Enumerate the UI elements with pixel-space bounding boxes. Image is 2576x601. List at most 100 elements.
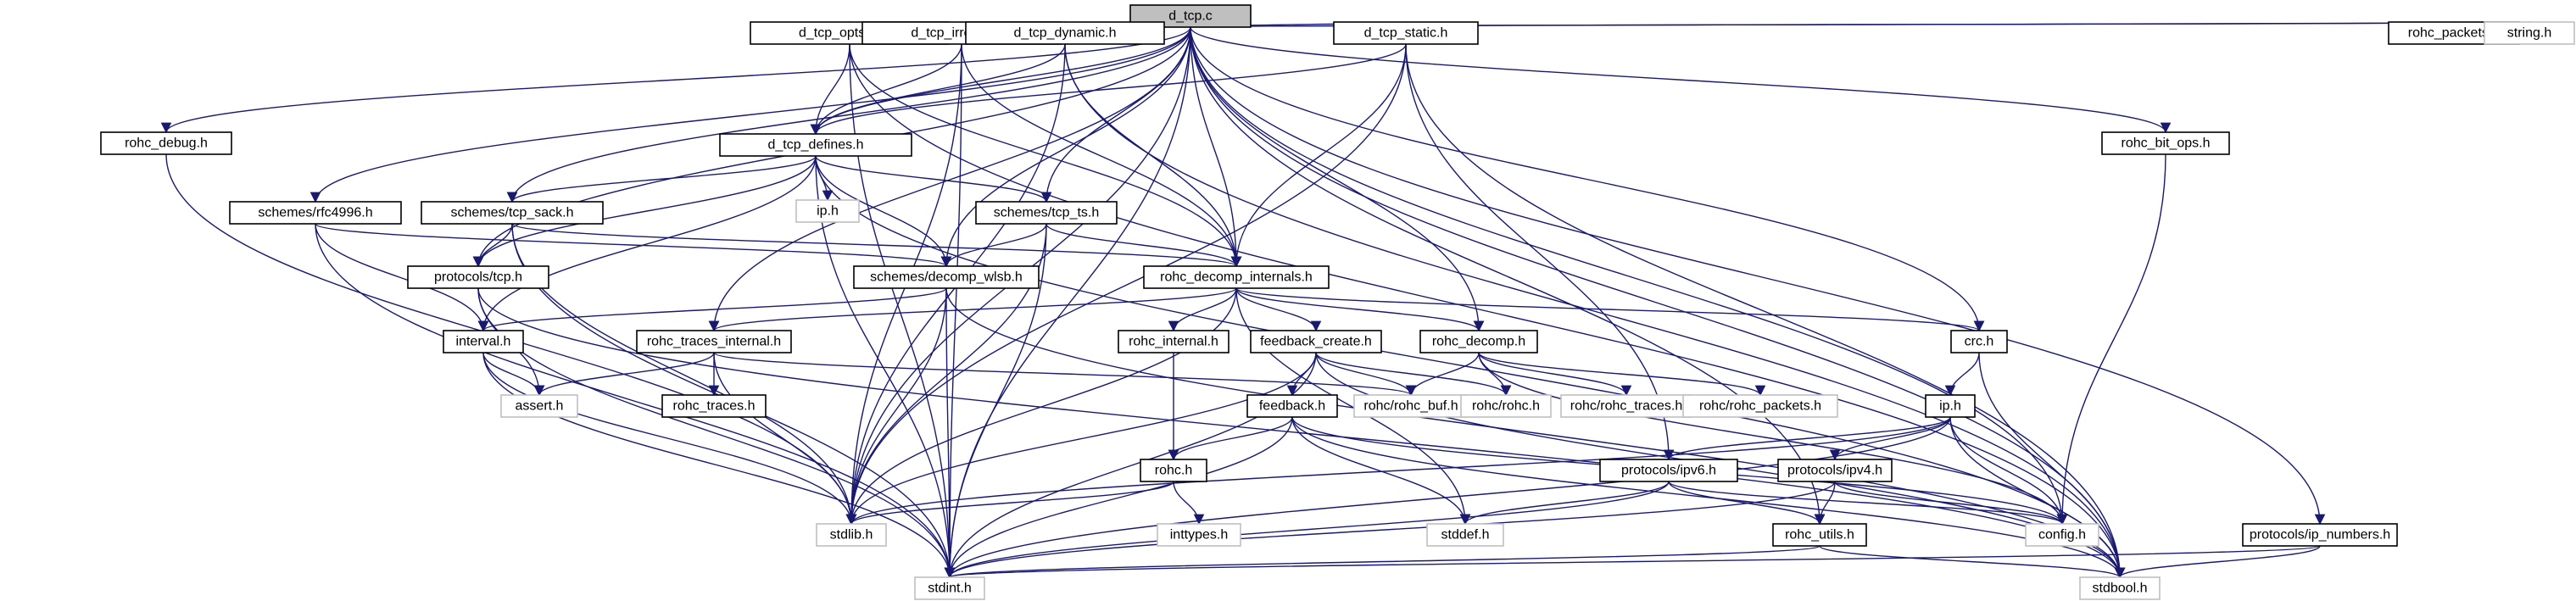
edge-schemes-rfc4996-h-to-interval-h (315, 223, 489, 332)
node-rohc-decomp-h[interactable]: rohc_decomp.h (1419, 330, 1538, 353)
edge-d-tcp-c-to-rohc-debug-h (160, 26, 1191, 134)
node-protocols-ip-numbers-h[interactable]: protocols/ip_numbers.h (2242, 523, 2398, 547)
node-feedback-create-h[interactable]: feedback_create.h (1250, 330, 1382, 353)
edge-d-tcp-dynamic-h-to-d-tcp-defines-h (810, 43, 1066, 136)
edge-protocols-ipv6-h-to-rohc-utils-h (1668, 481, 1826, 526)
node-rohc-rohc-packets-h[interactable]: rohc/rohc_packets.h (1682, 394, 1838, 418)
node-label: stdlib.h (830, 528, 873, 543)
edge-d-tcp-static-h-to-d-tcp-defines-h (810, 43, 1407, 136)
node-stddef-h[interactable]: stddef.h (1426, 523, 1504, 547)
node-label: rohc.h (1155, 464, 1192, 478)
node-box (661, 394, 767, 418)
node-interval-h[interactable]: interval.h (443, 330, 524, 353)
node-box (2484, 21, 2575, 45)
node-protocols-ipv6-h[interactable]: protocols/ipv6.h (1599, 459, 1738, 482)
edge-protocols-ipv6-h-to-config-h (1668, 481, 2068, 526)
edge-rohc-decomp-internals-h-to-rohc-internal-h (1168, 287, 1237, 332)
node-label: schemes/tcp_ts.h (994, 206, 1100, 220)
node-label: interval.h (456, 335, 511, 349)
node-rohc-debug-h[interactable]: rohc_debug.h (100, 131, 232, 155)
node-assert-h[interactable]: assert.h (500, 394, 578, 418)
node-label: ip.h (817, 204, 839, 219)
node-rohc-utils-h[interactable]: rohc_utils.h (1772, 523, 1867, 547)
node-label: d_tcp_defines.h (768, 138, 864, 153)
node-ip-h[interactable]: ip.h (1925, 394, 1976, 418)
node-box (1143, 265, 1330, 289)
node-box (2079, 576, 2161, 600)
node-schemes-tcp-ts-h[interactable]: schemes/tcp_ts.h (975, 201, 1118, 225)
edge-rohc-traces-internal-h-to-stdlib-h (713, 352, 857, 526)
edge-d-tcp-c-to-crc-h (1190, 26, 1985, 332)
node-label: config.h (2038, 528, 2086, 543)
node-d-tcp-c[interactable]: d_tcp.c (1129, 4, 1252, 28)
edge-rohc-traces-internal-h-to-rohc-rohc-buf-h (713, 352, 1416, 397)
node-box (1333, 21, 1479, 45)
node-label: rohc_traces_internal.h (647, 335, 781, 349)
edge-feedback-create-h-to-rohc-rohc-buf-h (1315, 352, 1417, 397)
edge-schemes-decomp-wlsb-h-to-stdlib-h (845, 287, 947, 526)
node-config-h[interactable]: config.h (2025, 523, 2099, 547)
edge-d-tcp-c-to-schemes-rfc4996-h (309, 26, 1191, 203)
node-schemes-rfc4996-h[interactable]: schemes/rfc4996.h (229, 201, 402, 225)
node-rohc-internal-h[interactable]: rohc_internal.h (1118, 330, 1229, 353)
edge-schemes-decomp-wlsb-h-to-stdint-h (944, 287, 956, 579)
node-box (816, 523, 887, 547)
node-label: rohc_traces.h (673, 399, 756, 414)
node-rohc-rohc-buf-h[interactable]: rohc/rohc_buf.h (1353, 394, 1469, 418)
edge-feedback-create-h-to-rohc-rohc-h (1315, 352, 1512, 397)
node-d-tcp-static-h[interactable]: d_tcp_static.h (1333, 21, 1479, 45)
node-d-tcp-dynamic-h[interactable]: d_tcp_dynamic.h (965, 21, 1165, 45)
node-rohc-rohc-h[interactable]: rohc/rohc.h (1460, 394, 1552, 418)
edge-d-tcp-static-h-to-stdbool-h (1405, 43, 2126, 579)
node-crc-h[interactable]: crc.h (1950, 330, 2008, 353)
edge-d-tcp-opts-list-h-to-stdbool-h (849, 43, 2126, 579)
edge-protocols-ipv4-h-to-config-h (1834, 481, 2068, 526)
node-label: rohc_internal.h (1129, 335, 1218, 349)
node-label: rohc_packets.h (2408, 26, 2501, 41)
node-box (975, 201, 1118, 225)
node-rohc-bit-ops-h[interactable]: rohc_bit_ops.h (2101, 131, 2230, 155)
node-label: schemes/tcp_sack.h (451, 206, 574, 220)
node-label: d_tcp_dynamic.h (1014, 26, 1117, 41)
node-rohc-h[interactable]: rohc.h (1140, 459, 1207, 482)
node-label: crc.h (1965, 335, 1994, 349)
node-stdbool-h[interactable]: stdbool.h (2079, 576, 2161, 600)
edge-d-tcp-defines-h-to-stdbool-h (815, 155, 2126, 579)
node-rohc-traces-internal-h[interactable]: rohc_traces_internal.h (636, 330, 792, 353)
node-stdint-h[interactable]: stdint.h (914, 576, 985, 600)
node-label: schemes/decomp_wlsb.h (870, 270, 1023, 285)
node-protocols-tcp-h[interactable]: protocols/tcp.h (407, 265, 549, 289)
node-schemes-tcp-sack-h[interactable]: schemes/tcp_sack.h (421, 201, 604, 225)
node-box (1777, 459, 1893, 482)
node-ip-h-sys[interactable]: ip.h (795, 199, 860, 223)
node-label: d_tcp.c (1168, 9, 1213, 24)
edge-schemes-rfc4996-h-to-stdint-h (315, 223, 956, 579)
node-rohc-traces-h[interactable]: rohc_traces.h (661, 394, 767, 418)
node-label: feedback_create.h (1260, 335, 1372, 349)
node-label: protocols/ipv4.h (1787, 464, 1882, 478)
edge-protocols-ipv4-h-to-stdint-h (944, 481, 1836, 579)
node-box (795, 199, 860, 223)
edge-d-tcp-c-to-rohc-bit-ops-h (1190, 26, 2172, 134)
node-box (1950, 330, 2008, 353)
node-box (1246, 394, 1338, 418)
node-feedback-h[interactable]: feedback.h (1246, 394, 1338, 418)
node-string-h[interactable]: string.h (2484, 21, 2575, 45)
node-d-tcp-defines-h[interactable]: d_tcp_defines.h (719, 133, 912, 157)
node-label: inttypes.h (1170, 528, 1228, 543)
edge-rohc-decomp-internals-h-to-rohc-decomp-h (1235, 287, 1485, 332)
node-stdlib-h[interactable]: stdlib.h (816, 523, 887, 547)
node-label: schemes/rfc4996.h (258, 206, 372, 220)
node-label: rohc_utils.h (1785, 528, 1854, 543)
node-rohc-decomp-internals-h[interactable]: rohc_decomp_internals.h (1143, 265, 1330, 289)
node-box (1419, 330, 1538, 353)
edge-protocols-ipv6-h-to-stdint-h (944, 481, 1670, 579)
edge-d-tcp-static-h-to-rohc-decomp-internals-h (1230, 43, 1407, 268)
edge-ip-h-to-config-h (1949, 416, 2068, 526)
node-protocols-ipv4-h[interactable]: protocols/ipv4.h (1777, 459, 1893, 482)
edge-schemes-tcp-sack-h-to-protocols-tcp-h (472, 223, 513, 268)
node-rohc-rohc-traces-h[interactable]: rohc/rohc_traces.h (1560, 394, 1692, 418)
node-inttypes-h[interactable]: inttypes.h (1157, 523, 1241, 547)
node-box (1118, 330, 1229, 353)
node-schemes-decomp-wlsb-h[interactable]: schemes/decomp_wlsb.h (853, 265, 1040, 289)
